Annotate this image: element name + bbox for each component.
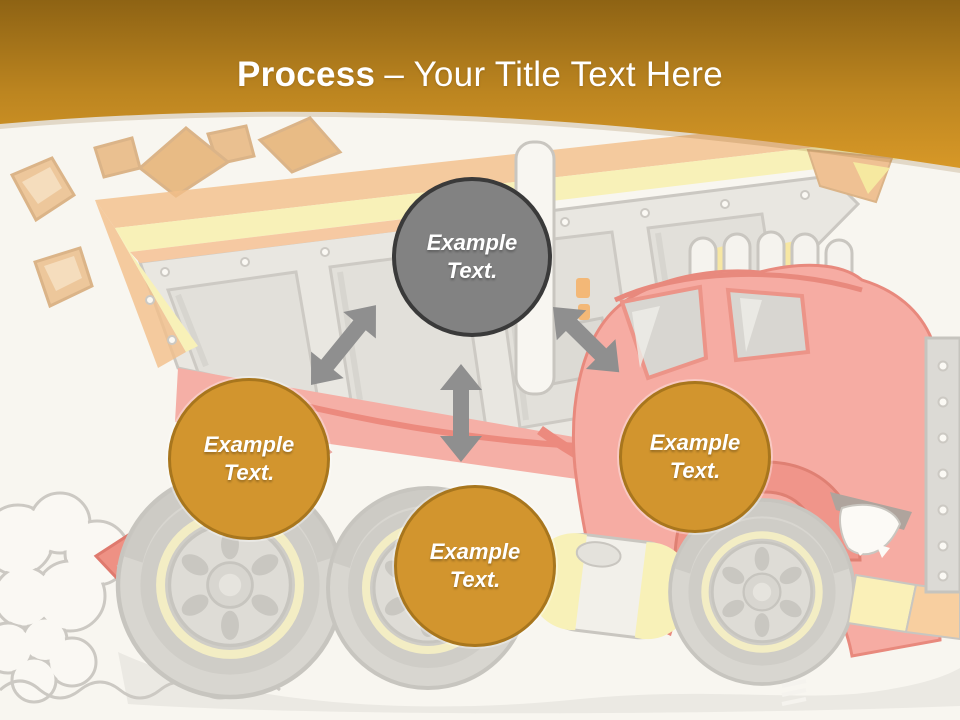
node-label-line1: Example: [429, 539, 521, 564]
node-right-circle: Example Text.: [619, 381, 771, 533]
node-label-line2: Text.: [446, 258, 498, 283]
node-left-circle: Example Text.: [168, 378, 330, 540]
node-label-line1: Example: [649, 430, 741, 455]
node-label-line2: Text.: [669, 458, 721, 483]
title-text: – Your Title Text Here: [384, 55, 723, 94]
node-bottom-circle: Example Text.: [394, 485, 556, 647]
node-label-line1: Example: [203, 432, 295, 457]
falling-rocks: [9, 116, 343, 309]
title-emphasis: Process: [237, 55, 376, 94]
node-label-line2: Text.: [449, 567, 501, 592]
double-arrow-vertical: [440, 364, 482, 462]
riveted-strip: [924, 336, 960, 594]
slide-title: Process– Your Title Text Here: [0, 54, 960, 96]
double-arrow-top-right: [553, 307, 620, 373]
double-arrow-top-left: [311, 305, 376, 385]
dust-cloud-fill: [0, 495, 127, 700]
header-band: [0, 0, 960, 173]
ground-shadow: [118, 652, 960, 714]
node-label-line2: Text.: [223, 460, 275, 485]
node-top-circle: Example Text.: [392, 177, 552, 337]
node-label-line1: Example: [426, 230, 518, 255]
